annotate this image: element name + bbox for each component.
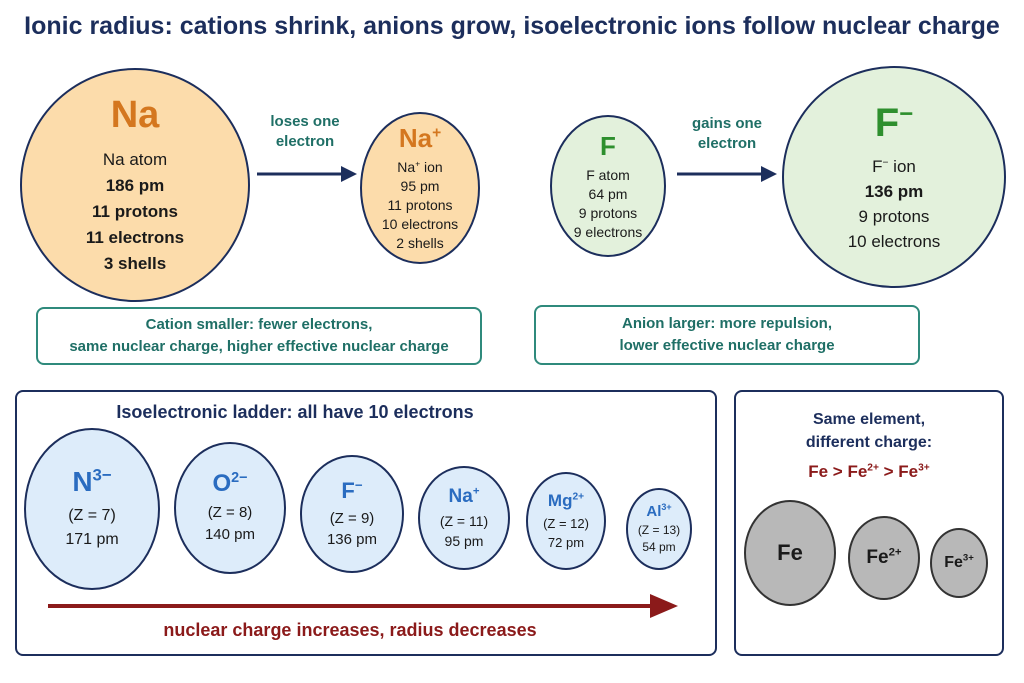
f-atom-electrons: 9 electrons	[573, 223, 643, 240]
cation-note: Cation smaller: fewer electrons, same nu…	[36, 307, 482, 365]
f-ion-label: F− ion	[872, 156, 916, 176]
nuclear-charge-label: nuclear charge increases, radius decreas…	[163, 620, 537, 640]
na-ion-label: Na+ ion	[397, 158, 443, 175]
ion-al-z: (Z = 13)	[637, 522, 681, 537]
isoelectronic-panel	[15, 390, 717, 656]
f-atom-label: F atom	[586, 166, 630, 183]
na-arrow	[257, 166, 357, 182]
ion-o2-circle: O2− (Z = 8) 140 pm	[174, 442, 286, 574]
f-ion-radius: 136 pm	[864, 181, 924, 201]
na-atom-electrons: 11 electrons	[85, 227, 185, 247]
fe-atom-symbol: Fe	[777, 540, 803, 565]
f-ion-circle: F− F− ion 136 pm 9 protons 10 electrons	[782, 66, 1006, 288]
na-ion-circle: Na+ Na+ ion 95 pm 11 protons 10 electron…	[360, 112, 480, 264]
ion-mg-symbol: Mg2+	[547, 490, 585, 510]
fe-atom-circle: Fe	[744, 500, 836, 606]
ion-al-radius: 54 pm	[642, 539, 676, 554]
same-element-panel	[734, 390, 1004, 656]
ion-n3-radius: 171 pm	[65, 531, 119, 548]
f-ion-symbol: F−	[874, 100, 914, 145]
na-ion-symbol: Na+	[398, 123, 442, 153]
f-atom-symbol: F	[600, 130, 616, 161]
ion-mg-radius: 72 pm	[547, 534, 585, 550]
ion-n3-z: (Z = 7)	[68, 507, 116, 524]
na-ion-electrons: 10 electrons	[381, 216, 459, 232]
ion-f-circle: F− (Z = 9) 136 pm	[300, 455, 404, 573]
f-atom-radius: 64 pm	[588, 185, 628, 202]
ion-na-radius: 95 pm	[444, 532, 484, 549]
f-ion-protons: 9 protons	[858, 206, 930, 226]
f-atom-protons: 9 protons	[578, 204, 638, 221]
ion-o2-radius: 140 pm	[204, 526, 256, 543]
ion-o2-symbol: O2−	[212, 470, 248, 497]
na-ion-radius: 95 pm	[400, 178, 440, 194]
fe3-ion-circle: Fe3+	[930, 528, 988, 598]
ion-na-symbol: Na+	[448, 485, 480, 507]
ion-na-circle: Na+ (Z = 11) 95 pm	[418, 466, 510, 570]
f-arrow	[677, 166, 777, 182]
na-atom-protons: 11 protons	[92, 201, 178, 221]
iron-order: Fe > Fe2+ > Fe3+	[808, 462, 930, 481]
ion-n3-symbol: N3−	[72, 465, 112, 497]
fe2-ion-symbol: Fe2+	[866, 546, 902, 568]
f-atom-circle: F F atom 64 pm 9 protons 9 electrons	[550, 115, 666, 257]
nuclear-charge-arrow	[48, 594, 678, 618]
same-element-title: Same element, different charge:	[805, 411, 933, 451]
ion-o2-z: (Z = 8)	[207, 504, 253, 521]
ion-f-symbol: F−	[341, 477, 363, 503]
ladder-title: Isoelectronic ladder: all have 10 electr…	[116, 402, 474, 422]
ion-n3-circle: N3− (Z = 7) 171 pm	[24, 428, 160, 590]
na-ion-protons: 11 protons	[387, 197, 453, 213]
ion-f-radius: 136 pm	[326, 531, 378, 548]
ion-al-symbol: Al3+	[646, 501, 672, 520]
na-atom-circle: Na Na atom 186 pm 11 protons 11 electron…	[20, 68, 250, 302]
ion-al-circle: Al3+ (Z = 13) 54 pm	[626, 488, 692, 570]
na-ion-shells: 2 shells	[396, 235, 444, 251]
na-atom-symbol: Na	[110, 93, 160, 136]
page-title: Ionic radius: cations shrink, anions gro…	[24, 12, 1000, 40]
na-atom-shells: 3 shells	[103, 253, 167, 273]
ion-f-z: (Z = 9)	[329, 510, 375, 527]
f-ion-electrons: 10 electrons	[847, 231, 941, 251]
na-arrow-label: loses one electron	[270, 113, 340, 150]
f-arrow-label: gains one electron	[691, 115, 762, 152]
ion-na-z: (Z = 11)	[439, 512, 489, 529]
ion-mg-z: (Z = 12)	[543, 515, 589, 531]
na-atom-label: Na atom	[102, 149, 168, 169]
na-atom-radius: 186 pm	[105, 175, 165, 195]
fe2-ion-circle: Fe2+	[848, 516, 920, 600]
fe3-ion-symbol: Fe3+	[944, 552, 974, 571]
anion-note: Anion larger: more repulsion, lower effe…	[534, 305, 920, 365]
ion-mg-circle: Mg2+ (Z = 12) 72 pm	[526, 472, 606, 570]
